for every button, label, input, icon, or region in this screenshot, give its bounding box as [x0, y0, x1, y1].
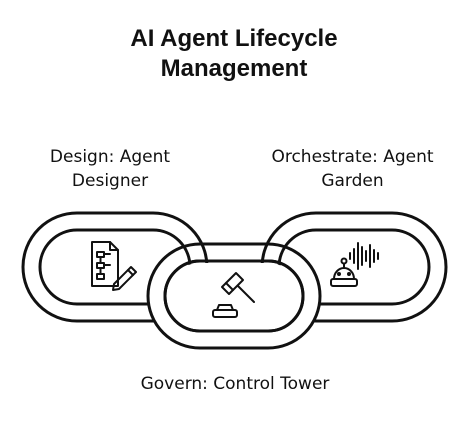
design-label-line-2: Designer: [71, 171, 149, 191]
orchestrate-label-line-2: Garden: [321, 171, 384, 191]
orchestrate-label: Orchestrate: Agent Garden: [255, 145, 450, 193]
diagram-title: AI Agent Lifecycle Management: [0, 24, 468, 84]
govern-label: Govern: Control Tower: [140, 374, 330, 394]
orchestrate-label-line-1: Orchestrate: Agent: [271, 147, 434, 167]
chain-link-govern: [146, 242, 322, 350]
design-label: Design: Agent Designer: [30, 145, 190, 193]
robot-soundwave-icon: [330, 242, 379, 287]
workflow-document-pencil-icon: [91, 241, 137, 291]
gavel-icon: [212, 272, 255, 318]
title-line-1: AI Agent Lifecycle: [130, 25, 338, 52]
design-label-line-1: Design: Agent: [49, 147, 171, 167]
title-line-2: Management: [160, 55, 308, 82]
